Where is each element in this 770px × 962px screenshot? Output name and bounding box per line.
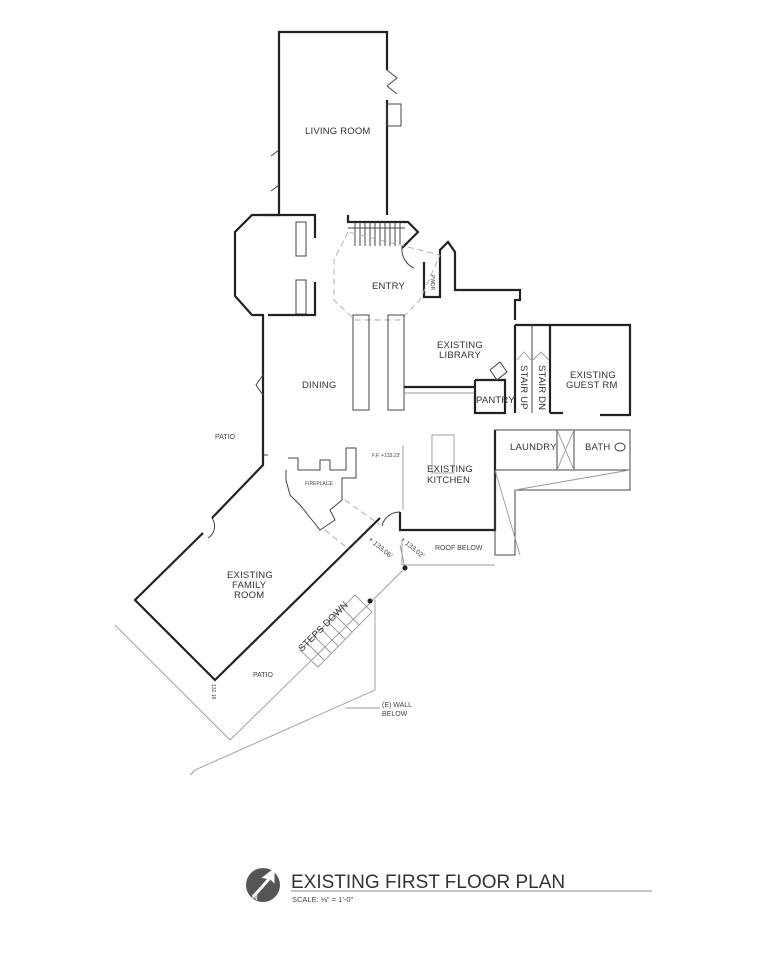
wall-below-label-2: BELOW <box>382 711 408 718</box>
living-room-label: LIVING ROOM <box>305 126 371 137</box>
north-label: N <box>252 893 258 902</box>
family-room-walls <box>133 455 381 682</box>
guest-room-label-1: EXISTING <box>570 370 616 381</box>
laundry-label: LAUNDRY <box>510 442 557 453</box>
library-label-1: EXISTING <box>437 340 483 351</box>
patio-lower-label: PATIO <box>253 672 274 679</box>
stair-dn-label: STAIR DN <box>536 365 547 410</box>
family-room-label-1: EXISTING <box>227 570 273 581</box>
fireplace <box>285 447 357 531</box>
stairs-guest-walls <box>494 323 632 471</box>
wall-below-label-1: (E) WALL <box>382 702 412 709</box>
patio-upper-label: PATIO <box>215 434 236 441</box>
north-arrow-icon: N <box>246 868 280 902</box>
guest-room-label-2: GUEST RM <box>566 380 618 391</box>
roof-below <box>401 469 631 566</box>
bath-label: BATH <box>585 442 610 453</box>
powder-label: PWDR <box>429 275 435 291</box>
family-room-label-3: ROOM <box>234 590 264 601</box>
plan-scale: SCALE: ⅛" = 1'-0" <box>292 895 353 904</box>
living-room-walls <box>270 30 402 215</box>
stair-up-label: STAIR UP <box>518 365 529 410</box>
elevation-133-06: + 133.06' <box>367 536 394 560</box>
kitchen-label-1: EXISTING <box>427 464 473 475</box>
west-walls <box>233 200 317 465</box>
roof-below-label: ROOF BELOW <box>435 545 483 552</box>
library-label-2: LIBRARY <box>439 350 481 361</box>
family-room-label-2: FAMILY <box>232 580 267 591</box>
ff-elevation: F.F. +133.23' <box>372 453 400 459</box>
fireplace-label: FIREPLACE <box>305 481 333 487</box>
entry-label: ENTRY <box>372 281 405 292</box>
kitchen-label-2: KITCHEN <box>427 475 470 486</box>
library-walls <box>352 314 508 415</box>
elevation-132: 132.18 <box>210 684 216 700</box>
entry-walls <box>333 215 522 321</box>
dining-label: DINING <box>302 380 336 391</box>
patio-outline <box>114 544 408 776</box>
pantry-label: PANTRY <box>476 395 515 406</box>
plan-title: EXISTING FIRST FLOOR PLAN <box>291 872 565 893</box>
